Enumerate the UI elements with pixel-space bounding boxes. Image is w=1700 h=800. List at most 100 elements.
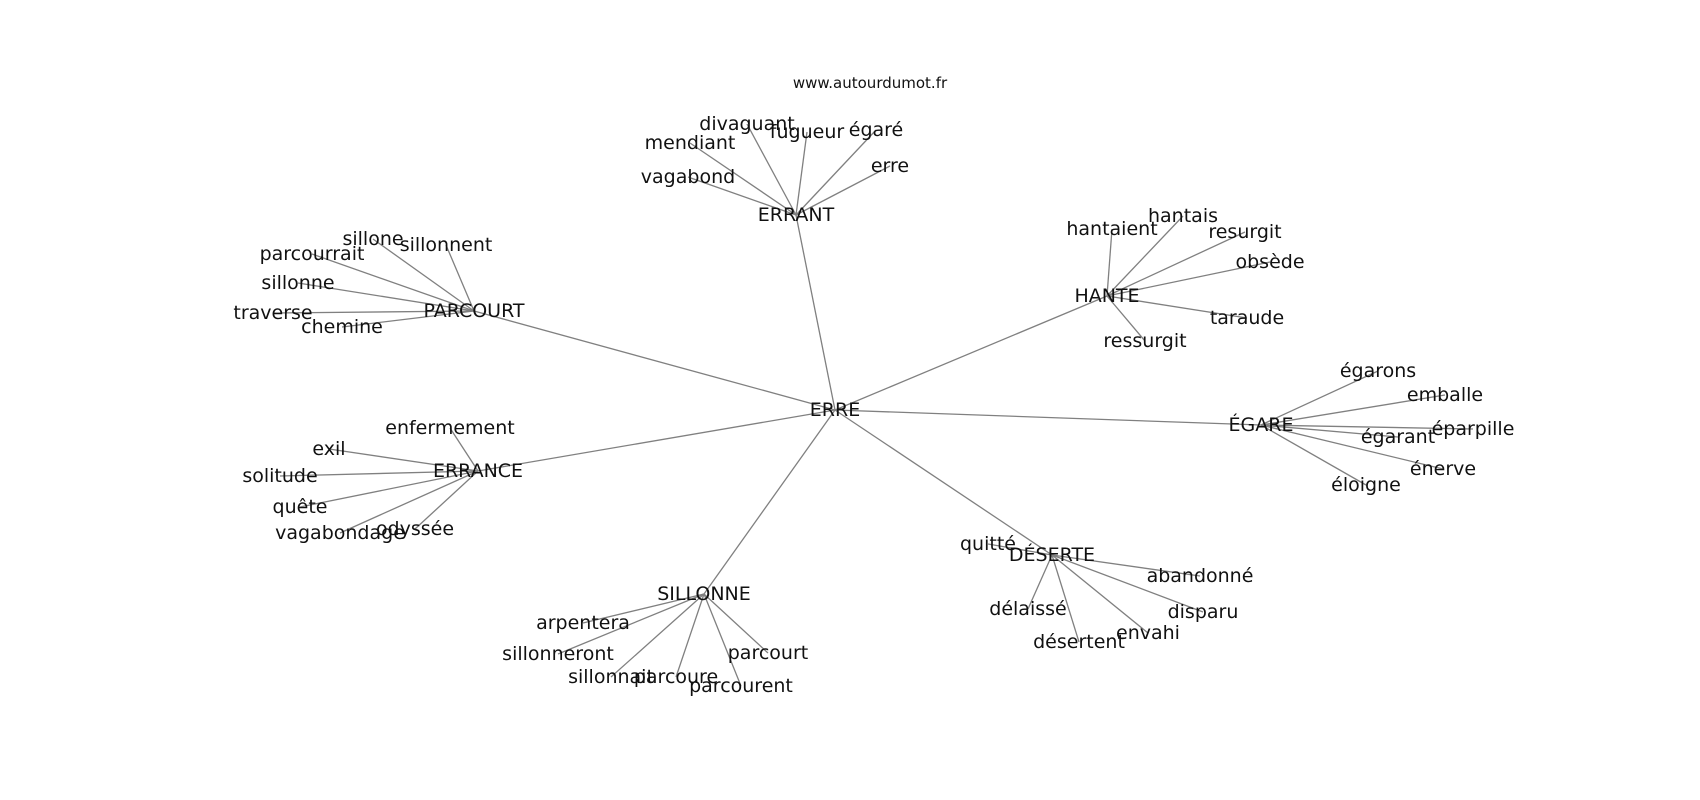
edge-hub-to-word [795,165,891,216]
edge-hub-to-word [328,448,479,472]
word-node: vagabond [641,166,735,188]
edge-hub-to-word [1260,370,1379,426]
edge-hub-to-word [1051,554,1149,634]
word-node: divaguant [699,113,794,135]
word-node: égarant [1361,426,1435,448]
edge-hub-to-word [414,470,479,530]
edge-layer [272,123,1474,687]
edge-root-to-hub [795,214,836,411]
word-node: solitude [242,465,317,487]
edge-hub-to-word [703,593,742,687]
edge-hub-to-word [582,593,705,624]
word-node: parcourent [689,675,793,697]
word-node: éloigne [1331,474,1401,496]
word-node: sillonnait [568,666,654,688]
edge-hub-to-word [299,470,479,508]
edge-hub-to-word [1051,554,1201,577]
edge-hub-to-word [675,593,705,678]
word-node: envahi [1116,622,1180,644]
edge-hub-to-word [687,176,797,216]
edge-hub-to-word [279,470,479,477]
edge-root-to-hub [473,310,836,411]
edge-hub-to-word [272,310,475,314]
word-node: fugueur [770,121,845,143]
hub-node: PARCOURT [423,300,524,322]
website-label: www.autourdumot.fr [793,74,948,92]
edge-hub-to-word [1106,215,1184,297]
edge-hub-to-word [610,593,705,678]
word-node: quitté [960,533,1016,555]
edge-hub-to-word [1260,424,1399,438]
word-node: sillone [342,228,403,250]
word-node: vagabondage [275,522,405,544]
edge-hub-to-word [1106,228,1113,297]
edge-hub-to-word [795,131,808,216]
word-node: hantais [1148,205,1218,227]
word-node: sillonnent [400,234,493,256]
word-node: hantaient [1066,218,1157,240]
edge-hub-to-word [1260,394,1446,426]
edge-hub-to-word [795,129,877,216]
edge-hub-to-word [987,543,1053,556]
word-node: erre [871,155,909,177]
edge-hub-to-word [1260,424,1444,470]
edge-hub-to-word [372,238,475,312]
edge-hub-to-word [1106,261,1271,297]
word-node: désertent [1033,631,1125,653]
word-node: obsède [1235,251,1304,273]
edge-root-to-hub [834,409,1053,556]
edge-root-to-hub [834,409,1262,426]
edge-hub-to-word [746,123,797,216]
word-node: sillonneront [502,643,614,665]
edge-root-to-hub [834,295,1108,411]
word-node: emballe [1407,384,1483,406]
edge-hub-to-word [445,244,475,312]
edge-hub-to-word [297,282,475,312]
word-node: mendiant [645,132,736,154]
word-node: disparu [1168,601,1239,623]
edge-hub-to-word [1106,231,1246,297]
edge-hub-to-word [339,470,479,534]
edge-hub-to-word [449,427,479,472]
edge-hub-to-word [341,310,475,328]
hub-node: ÉGARE [1229,413,1294,436]
word-node: traverse [233,302,312,324]
word-node: énerve [1410,458,1476,480]
edge-hub-to-word [1051,554,1204,613]
edge-hub-to-word [1027,554,1053,610]
word-node: égarons [1340,360,1416,382]
hub-node: HANTE [1074,285,1139,307]
edge-hub-to-word [1260,424,1474,430]
hub-node: ERRANT [758,204,835,226]
word-node: taraude [1210,307,1284,329]
word-node: odyssée [376,518,454,540]
word-node: exil [312,438,345,460]
root-node: ERRE [810,399,860,421]
edge-root-to-hub [477,409,836,472]
word-node: arpentera [536,612,630,634]
hub-node: DÉSERTE [1009,543,1095,566]
edge-hub-to-word [1106,295,1146,342]
edge-hub-to-word [1051,554,1080,643]
word-node: enfermement [385,417,514,439]
hub-node: SILLONNE [657,583,751,605]
edge-hub-to-word [557,593,705,655]
word-node: quête [273,496,328,518]
edge-hub-to-word [311,253,475,312]
word-node: égaré [849,119,903,141]
edge-hub-to-word [1106,295,1248,319]
word-node: resurgit [1208,221,1281,243]
word-node: abandonné [1147,565,1254,587]
word-node: sillonne [261,272,334,294]
word-node: chemine [301,316,383,338]
word-node: parcourrait [260,243,365,265]
word-node: délaissé [989,598,1066,620]
edge-hub-to-word [1260,424,1367,486]
edge-hub-to-word [703,593,769,654]
edge-hub-to-word [689,142,797,216]
word-node: parcourt [728,642,808,664]
word-node: parcoure [634,666,718,688]
word-node: éparpille [1432,418,1515,440]
